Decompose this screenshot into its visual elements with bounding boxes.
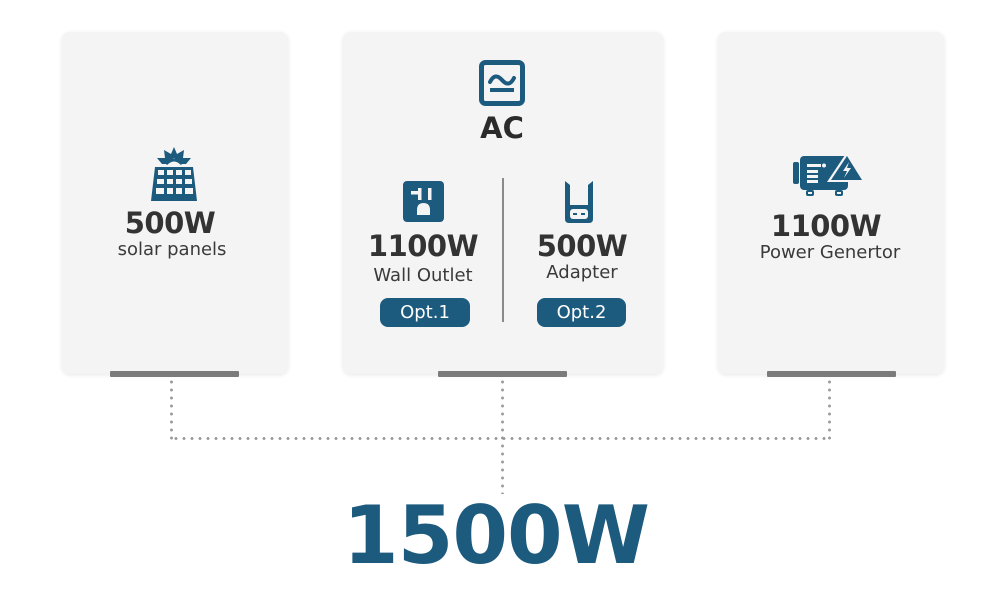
power-generator-icon: [793, 152, 865, 196]
wall-outlet-icon: [403, 181, 444, 222]
solar-dotted-line: [170, 378, 173, 440]
adapter-icon: [565, 181, 593, 223]
power-generator-card: [718, 32, 944, 374]
option-divider: [502, 178, 504, 322]
adapter-watt: 500W: [536, 229, 628, 263]
generator-dotted-line: [828, 378, 831, 440]
option-1-badge: Opt.1: [380, 298, 470, 327]
solar-label: solar panels: [117, 239, 227, 260]
generator-connector-bar: [767, 371, 896, 377]
generator-label: Power Genertor: [759, 242, 901, 263]
solar-watt: 500W: [124, 206, 216, 240]
solar-panels-card: [62, 32, 288, 374]
ac-dotted-line: [501, 378, 504, 494]
wall-outlet-label: Wall Outlet: [373, 265, 473, 286]
solar-panel-icon: [151, 147, 197, 201]
ac-wave-icon: [479, 60, 525, 106]
option-2-badge: Opt.2: [537, 298, 626, 327]
ac-title: AC: [480, 111, 524, 145]
generator-watt: 1100W: [770, 209, 882, 243]
total-watt: 1500W: [343, 489, 650, 582]
ac-connector-bar: [438, 371, 567, 377]
wall-outlet-watt: 1100W: [367, 229, 479, 263]
adapter-label: Adapter: [546, 262, 618, 283]
merge-dotted-line: [172, 437, 830, 440]
solar-connector-bar: [110, 371, 239, 377]
